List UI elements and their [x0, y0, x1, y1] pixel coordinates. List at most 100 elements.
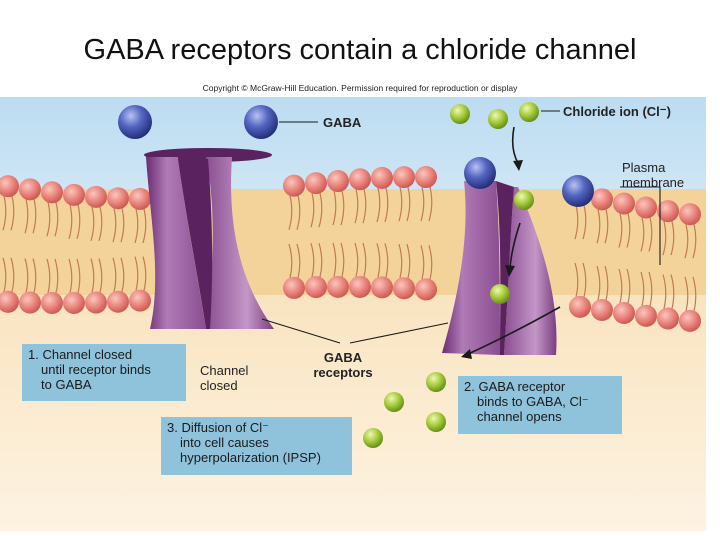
lipid-tail	[134, 256, 139, 291]
lipid-tail	[76, 204, 81, 240]
lipid-tail	[98, 258, 103, 293]
lipid-tail	[692, 224, 697, 259]
phospholipid-head	[591, 188, 613, 211]
gaba-receptor-closed	[144, 148, 274, 329]
callout-step-3-line-2: into cell causes	[180, 435, 269, 450]
copyright-line: Copyright © McGraw-Hill Education. Permi…	[202, 83, 518, 93]
gaba-receptor-open	[442, 181, 557, 355]
phospholipid-head	[635, 196, 657, 219]
phospholipid-head	[305, 276, 327, 299]
lipid-tail	[670, 274, 675, 309]
phospholipid-head	[129, 289, 151, 312]
gaba-receptor-diagram: GABA Chloride ion (Cl⁻) Plasma membrane …	[0, 97, 706, 531]
lipid-tail	[376, 187, 381, 223]
lipid-tail	[596, 209, 601, 244]
lipid-tail	[428, 245, 433, 280]
lipid-tail	[2, 196, 7, 231]
phospholipid-head	[349, 275, 371, 298]
phospholipid-head	[657, 200, 679, 223]
callout-step-3: 3. Diffusion of Cl⁻ into cell causes hyp…	[161, 417, 352, 475]
channel-closed-label-2: closed	[200, 378, 238, 393]
lipid-tail	[24, 258, 29, 293]
lipid-tail	[692, 276, 697, 311]
phospholipid-head	[679, 309, 701, 332]
lipid-tail	[68, 204, 73, 240]
lipid-tail	[32, 258, 37, 293]
gaba-molecules	[118, 105, 594, 207]
lipid-tail	[640, 271, 645, 306]
lipid-tail	[684, 224, 689, 259]
callout-step-2-line-1: 2. GABA receptor	[464, 379, 566, 394]
callout-step-1-line-3: to GABA	[41, 377, 92, 392]
phospholipid-head	[635, 304, 657, 327]
phospholipid-head	[283, 276, 305, 299]
lipid-tail	[54, 258, 59, 294]
lipid-tail	[68, 258, 73, 294]
lipid-tail	[354, 242, 359, 278]
callout-step-2-line-2: binds to GABA, Cl⁻	[477, 394, 589, 409]
lipid-tail	[142, 256, 147, 291]
lipid-tail	[420, 245, 425, 280]
chloride-ions	[363, 102, 539, 448]
lipid-tail	[618, 213, 623, 248]
gaba-label: GABA	[323, 115, 362, 130]
phospholipid-head	[393, 166, 415, 189]
phospholipid-head	[85, 291, 107, 314]
phospholipid-head	[63, 291, 85, 314]
phospholipid-head	[613, 192, 635, 215]
plasma-membrane-label-1: Plasma	[622, 160, 666, 175]
lipid-tail	[46, 202, 51, 237]
lipid-tail	[134, 208, 139, 244]
lipid-tail	[142, 208, 147, 244]
lipid-tail	[340, 242, 345, 278]
lipid-tail	[10, 257, 15, 292]
gaba-receptors-label-2: receptors	[313, 365, 372, 380]
lipid-tail	[310, 193, 315, 228]
phospholipid-head	[349, 168, 371, 191]
lipid-tail	[626, 268, 631, 304]
arrow-heads	[461, 160, 523, 359]
lipid-tail	[354, 189, 359, 224]
phospholipid-head	[63, 183, 85, 206]
phospholipid-head	[19, 291, 41, 314]
phospholipid-head	[371, 166, 393, 189]
lipid-tail	[54, 202, 59, 237]
lipid-tail	[10, 196, 15, 231]
callout-step-3-line-1: 3. Diffusion of Cl⁻	[167, 420, 270, 435]
lipid-tail	[662, 220, 667, 256]
phospholipid-head	[19, 178, 41, 201]
lipid-tail	[582, 262, 587, 298]
phospholipid-head	[679, 203, 701, 226]
lipid-tail	[398, 244, 403, 279]
lipid-tail	[376, 243, 381, 278]
lipid-tail	[384, 187, 389, 223]
phospholipid-head	[283, 174, 305, 197]
lipid-tail	[618, 268, 623, 304]
phospholipid-head	[327, 170, 349, 193]
lipid-tail	[120, 208, 125, 243]
chloride-ion-label: Chloride ion (Cl⁻)	[563, 104, 671, 119]
lipid-tail	[428, 186, 433, 222]
lipid-tail	[2, 257, 7, 292]
lipid-tail	[662, 274, 667, 309]
lipid-tail	[296, 195, 301, 230]
callout-step-1-line-2: until receptor binds	[41, 362, 151, 377]
phospholipid-head	[415, 166, 437, 189]
lipid-tail	[640, 217, 645, 252]
phospholipid-head	[0, 290, 19, 313]
lipid-tail	[296, 243, 301, 279]
lipid-tail	[648, 271, 653, 306]
lipid-tail	[46, 258, 51, 294]
lipid-tail	[574, 204, 579, 240]
phospholipid-head	[393, 277, 415, 300]
lipid-tail	[384, 243, 389, 278]
lipid-tail	[626, 213, 631, 248]
lipid-tail	[362, 242, 367, 278]
lipid-tail	[24, 199, 29, 234]
lipid-tail	[318, 242, 323, 278]
callout-step-2-line-3: channel opens	[477, 409, 562, 424]
lipid-tail	[420, 186, 425, 222]
phospholipid-head	[327, 275, 349, 298]
lipid-tail	[604, 209, 609, 244]
lipid-tail	[120, 257, 125, 292]
